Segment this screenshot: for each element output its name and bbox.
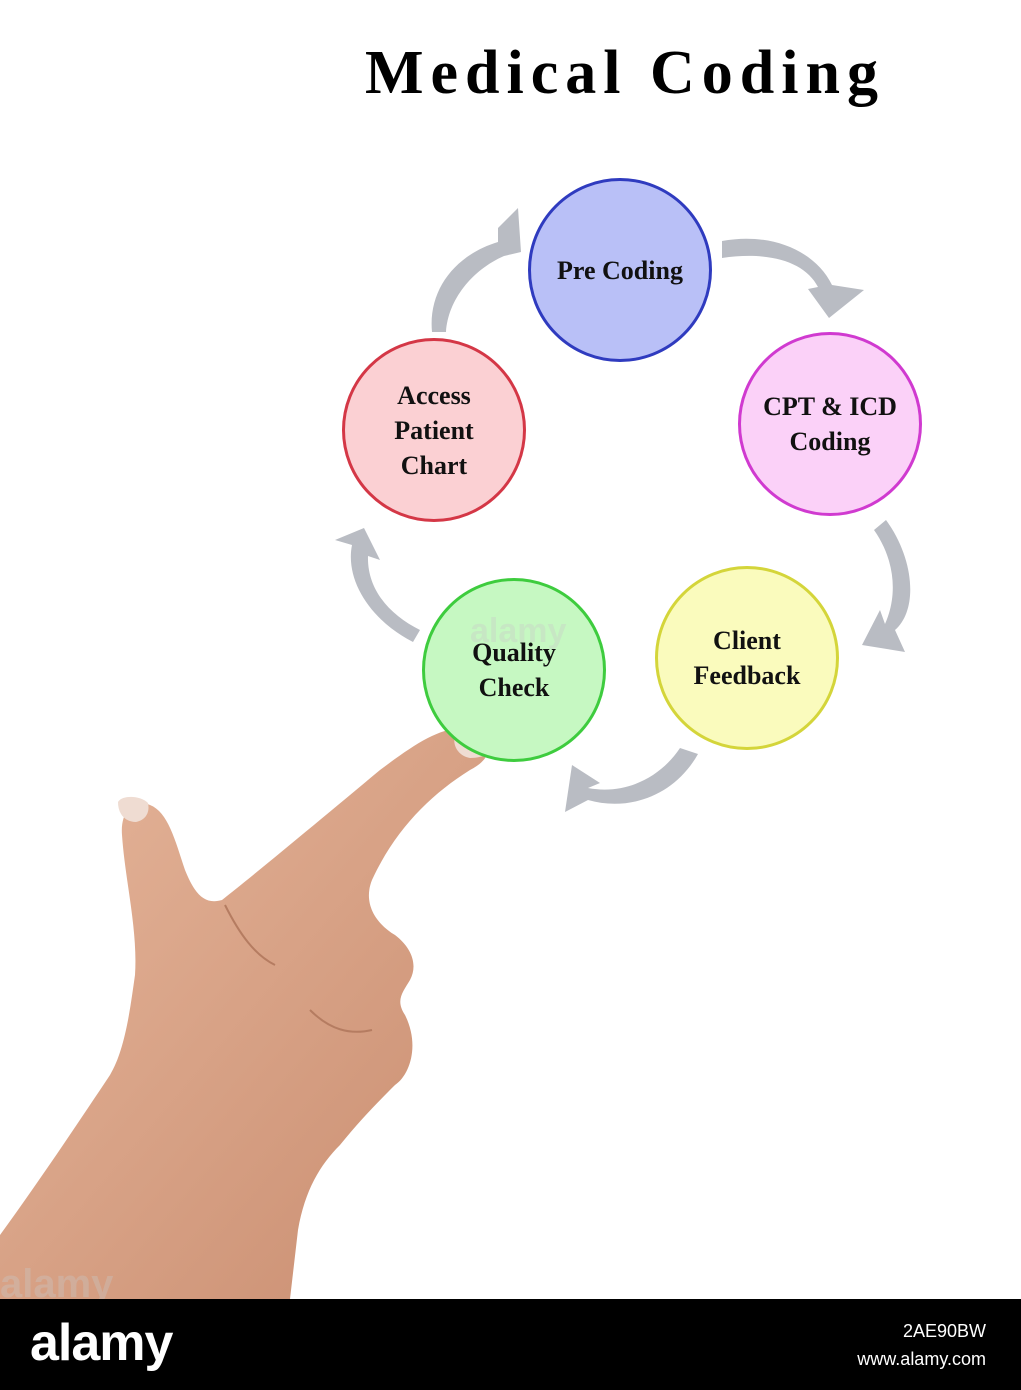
cycle-diagram — [0, 208, 911, 1299]
node-access-patient-chart: Access Patient Chart — [342, 338, 526, 522]
footer-bar: alamy 2AE90BW www.alamy.com — [0, 1299, 1021, 1390]
watermark: alamy — [0, 1262, 114, 1306]
arrow-cpt-to-feedback — [862, 520, 911, 652]
node-pre-coding: Pre Coding — [528, 178, 712, 362]
arrow-quality-to-access — [335, 528, 420, 642]
node-label: Pre Coding — [557, 255, 683, 285]
node-quality-check: Quality Check — [422, 578, 606, 762]
node-label: Quality Check — [472, 638, 556, 702]
cycle-arrows — [335, 208, 911, 812]
arrow-precoding-to-cpt — [722, 238, 864, 318]
footer-logo: alamy — [30, 1314, 173, 1372]
arrow-feedback-to-quality — [565, 748, 698, 812]
node-cpt-icd-coding: CPT & ICD Coding — [738, 332, 922, 516]
node-label: Client Feedback — [693, 626, 801, 690]
node-label: Access Patient Chart — [394, 380, 474, 480]
node-client-feedback: Client Feedback — [655, 566, 839, 750]
arrow-access-to-precoding — [431, 208, 521, 332]
image-id: 2AE90BW — [902, 1321, 986, 1341]
watermark: alamy — [470, 612, 567, 650]
pointing-hand-icon — [0, 728, 496, 1299]
node-label: CPT & ICD Coding — [763, 392, 897, 456]
footer-url: www.alamy.com — [857, 1349, 986, 1369]
page-title: Medical Coding — [365, 39, 885, 107]
